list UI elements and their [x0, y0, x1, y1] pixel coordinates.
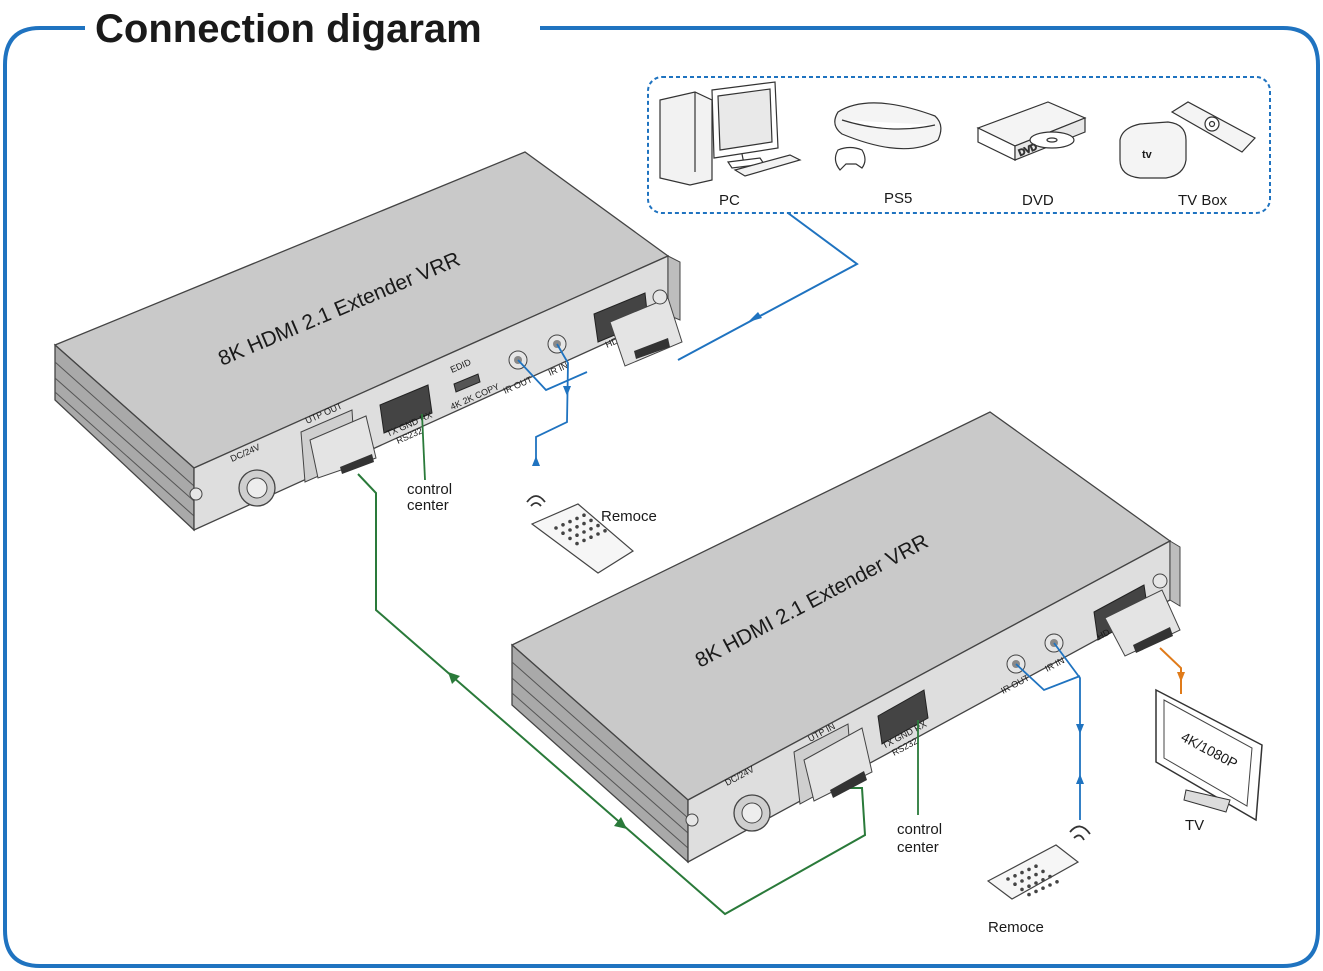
utp-arrow-up: [448, 672, 460, 684]
rx-remote-key: [1034, 881, 1038, 885]
sources-box: [647, 76, 1271, 214]
utp-cable: [357, 473, 867, 916]
source-label-pc: PC: [719, 192, 740, 209]
rx-remote-key: [1027, 867, 1031, 872]
rx-remote-key: [1048, 883, 1052, 887]
tvbox-logo: tv: [1142, 149, 1153, 161]
tx-remote-key: [582, 521, 586, 526]
tx-remote-key: [575, 541, 579, 546]
tx-remote-key: [561, 531, 565, 535]
tx-ir-in-wire: [535, 343, 569, 462]
rx-rs232-port: [877, 689, 929, 745]
tx-remote-key: [596, 532, 600, 536]
rx-ir-wire-down: [1053, 642, 1081, 820]
transmitter-device: 8K HDMI 2.1 Extender VRR: [53, 151, 681, 532]
rx-remote-key: [1055, 880, 1059, 884]
rx-remote-key: [1006, 877, 1010, 881]
hdmi-output-cable: [1159, 647, 1182, 694]
tx-rs232-port: [379, 384, 433, 434]
tx-remote-key: [575, 516, 579, 521]
diagram-title: Connection digaram: [95, 7, 482, 51]
tx-remote-label: Remoce: [601, 508, 657, 525]
rx-remote-key: [1027, 876, 1031, 880]
ps5-icon: [834, 102, 942, 171]
rx-remote-key: [1041, 878, 1045, 882]
tx-remote-key: [575, 533, 579, 537]
tx-ir-out-wire: [517, 359, 588, 392]
tx-remote-key: [575, 525, 579, 529]
tv-label: TV: [1185, 817, 1204, 834]
hdmi-source-cable: [677, 212, 859, 361]
rx-remote-key: [1048, 874, 1052, 879]
tv-icon: [1155, 688, 1263, 822]
tx-remote-key: [582, 538, 586, 543]
rx-remote-key: [1020, 870, 1024, 875]
rx-remote-key: [1027, 892, 1031, 897]
rx-remote-key: [1020, 879, 1024, 883]
tx-remote-key: [554, 526, 558, 530]
tx-remote-key: [589, 518, 593, 523]
dvd-icon: DVD: [976, 101, 1087, 161]
hdmi-source-arrow: [748, 312, 762, 322]
rx-remote-key: [1013, 882, 1017, 886]
utp-arrow-down: [614, 817, 627, 829]
rx-control-label-2: center: [897, 839, 939, 856]
tx-edid-switch[interactable]: [453, 373, 481, 393]
tx-remote-key: [603, 529, 607, 533]
rx-remote-key: [1027, 884, 1031, 888]
rx-control-label-1: control: [897, 821, 942, 838]
rx-utp-plug: [803, 727, 873, 802]
rx-remote-key: [1020, 887, 1024, 892]
rx-remote-key: [1041, 886, 1045, 890]
rx-remote-key: [1034, 889, 1038, 894]
tx-remote-key: [568, 528, 572, 532]
rx-ir-wire-left: [1015, 663, 1081, 692]
outer-frame: [3, 26, 1320, 968]
tx-remote-key: [582, 530, 586, 534]
rx-remote-key: [1034, 872, 1038, 877]
tx-remote-key: [582, 513, 586, 517]
rx-remote-icon: [986, 844, 1080, 900]
source-label-ps5: PS5: [884, 190, 912, 207]
tx-control-label-1: control: [407, 481, 452, 498]
tx-remote-key: [596, 523, 600, 528]
rx-remote-key: [1034, 864, 1038, 868]
tx-remote-icon: [530, 503, 635, 574]
tx-remote-key: [589, 527, 593, 531]
tx-remote-key: [561, 523, 565, 527]
tvbox-icon: [1119, 101, 1256, 179]
rx-remote-key: [1013, 874, 1017, 878]
tx-control-wire: [421, 413, 426, 481]
tx-control-label-2: center: [407, 497, 449, 514]
tx-remote-key: [568, 536, 572, 541]
tx-remote-key: [568, 519, 572, 524]
source-label-tvbox: TV Box: [1178, 192, 1228, 209]
rx-remote-key: [1041, 869, 1045, 874]
rx-hdmi-plug: [1104, 589, 1181, 657]
rx-remote-label: Remoce: [988, 919, 1044, 936]
source-label-dvd: DVD: [1022, 192, 1054, 209]
pc-icon: [659, 81, 802, 186]
rx-remote-signal-icon: [1069, 825, 1091, 841]
tx-remote-key: [589, 535, 593, 539]
tx-remote-signal-icon: [526, 495, 546, 507]
